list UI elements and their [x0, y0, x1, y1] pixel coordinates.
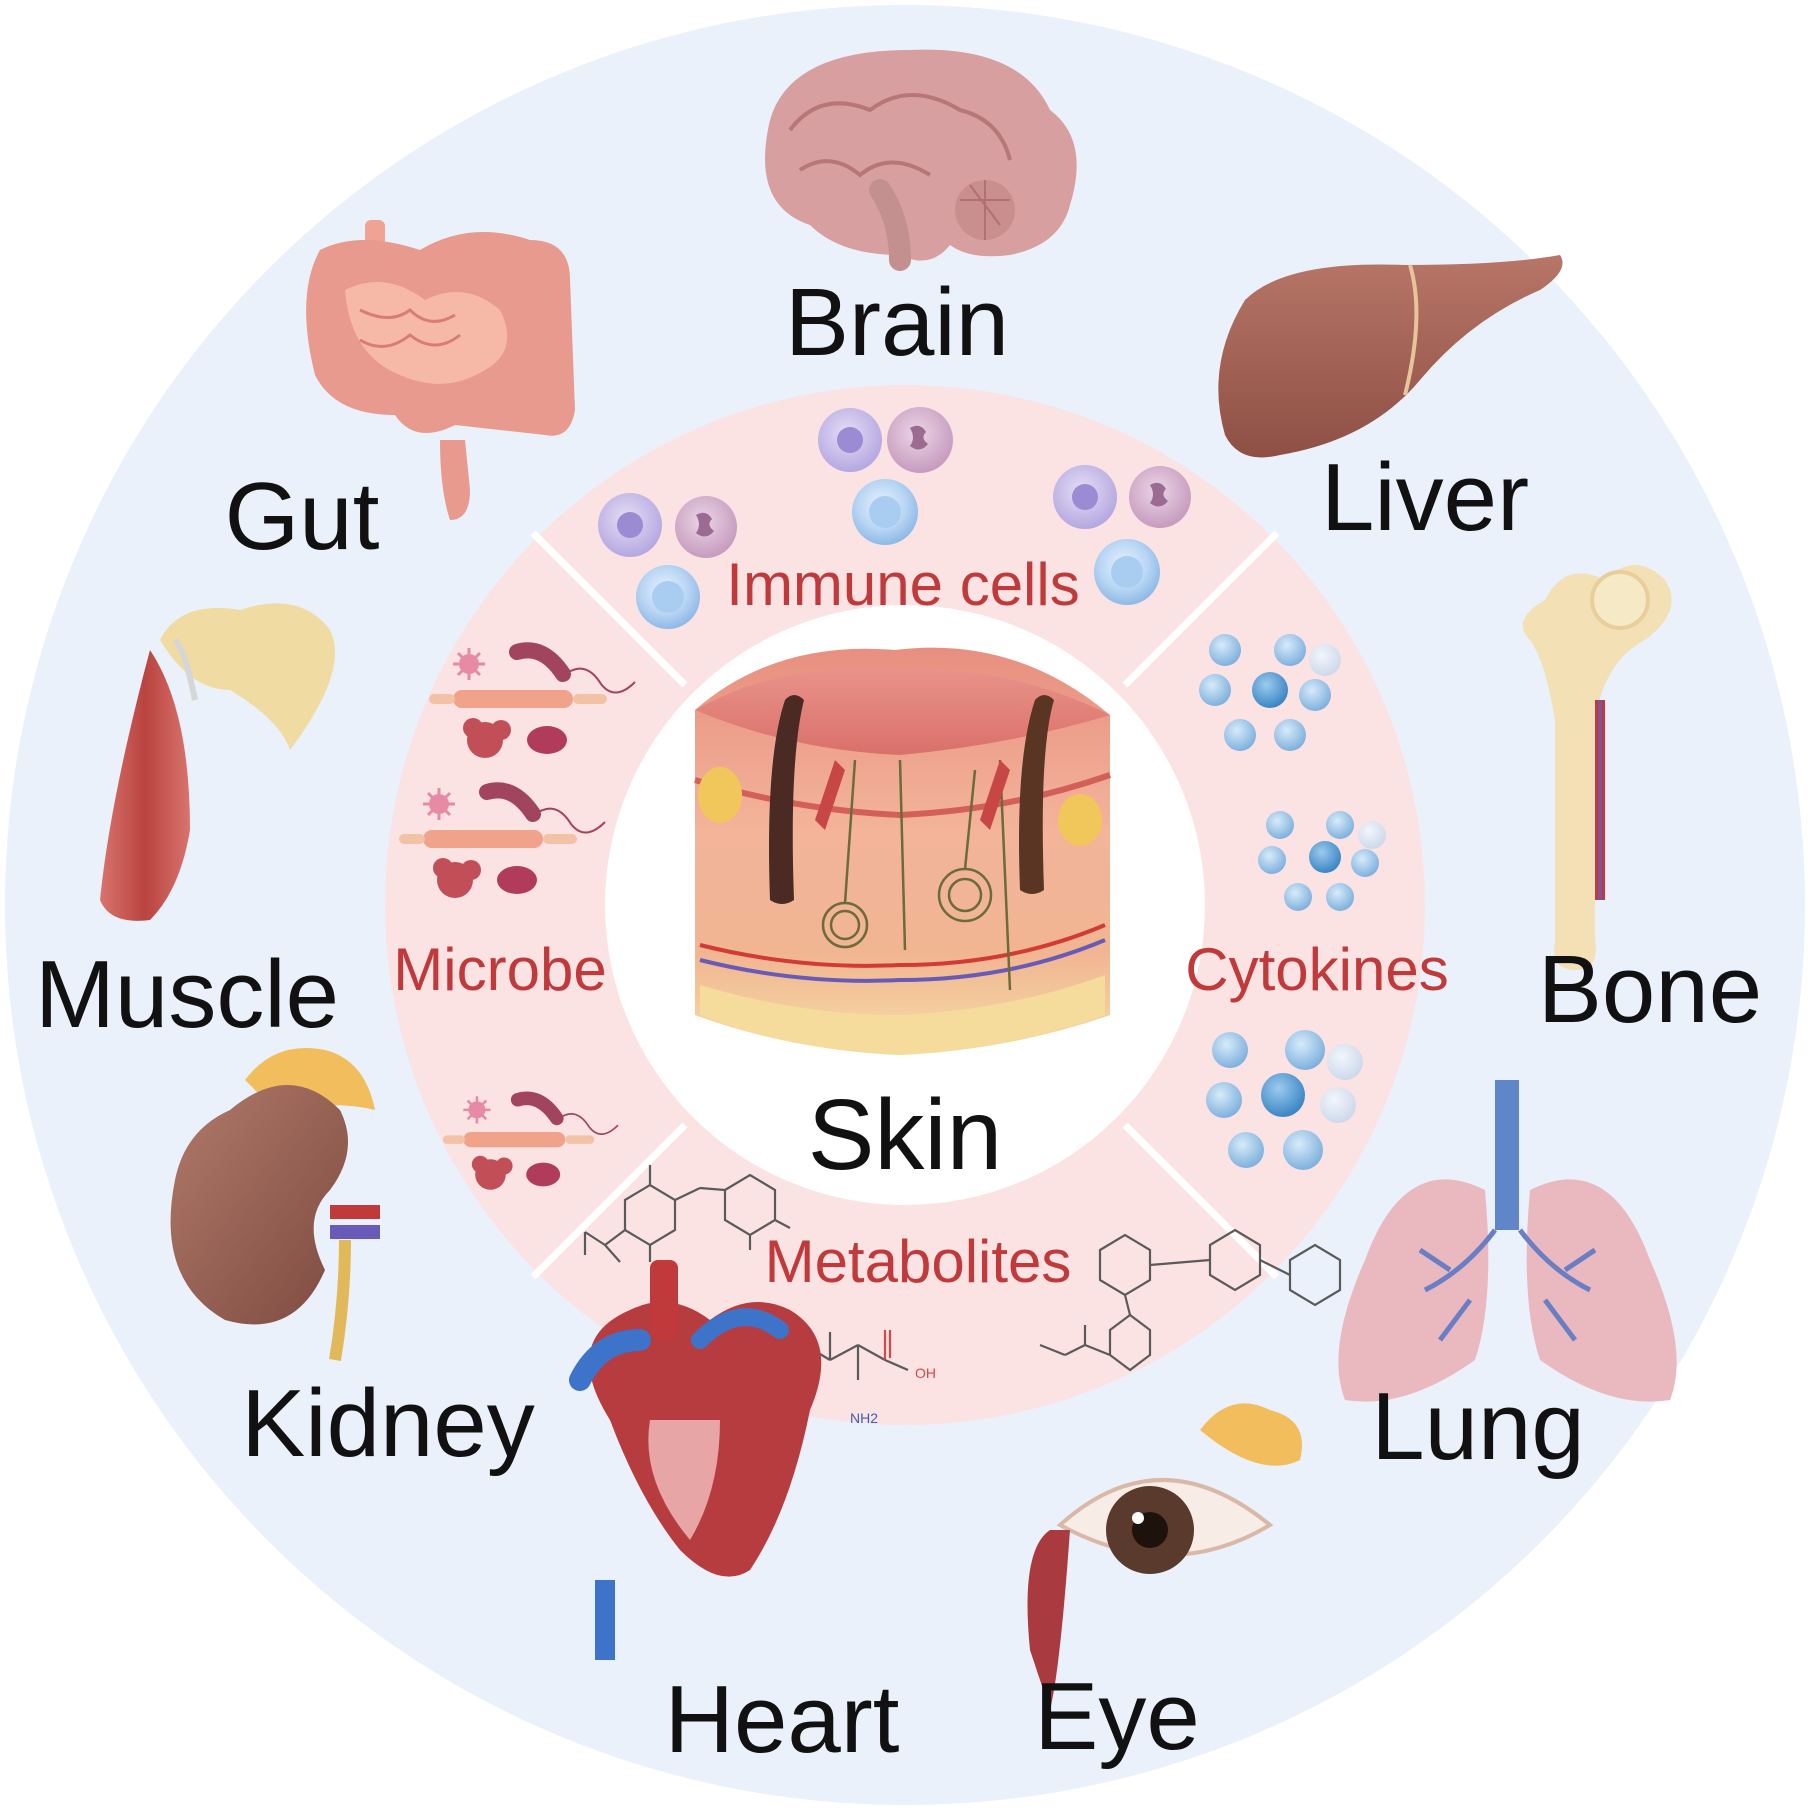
bone-icon: [1522, 565, 1672, 970]
metabolites-icon: [583, 1165, 1342, 1380]
liver-icon: [1218, 255, 1563, 458]
bone-label: Bone: [1537, 936, 1763, 1043]
sector-dividers: [530, 530, 1280, 1280]
skin-label: Skin: [807, 1079, 1003, 1191]
immune-cell: [598, 493, 662, 557]
molecule-thyroxine: [583, 1165, 791, 1263]
immune-cell: [636, 565, 700, 629]
muscle-icon: [100, 603, 335, 921]
microbe-cluster: [442, 1091, 619, 1190]
cytokine-cluster: [1258, 811, 1386, 911]
kidney-icon: [170, 1048, 380, 1361]
cytokines-label: Cytokines: [1185, 936, 1449, 1003]
chem-label-nh2: NH2: [850, 1410, 879, 1426]
metabolites-label: Metabolites: [764, 1228, 1072, 1295]
immune-cell: [1053, 465, 1117, 529]
heart-icon: [569, 1260, 822, 1660]
heart-label: Heart: [664, 1666, 900, 1773]
microbe-icon: [399, 642, 636, 1190]
immune-cell: [1129, 466, 1191, 528]
gut-label: Gut: [224, 463, 380, 570]
microbe-cluster: [429, 642, 636, 758]
kidney-label: Kidney: [241, 1370, 535, 1477]
gut-icon: [306, 220, 575, 520]
immune-cell: [675, 496, 737, 558]
cytokines-icon: [1199, 634, 1386, 1170]
eye-icon: [1027, 1403, 1302, 1710]
immune-cell: [1094, 539, 1160, 605]
immune-cells-label: Immune cells: [726, 551, 1080, 618]
molecule-heterocycle: [1039, 1228, 1342, 1372]
brain-icon: [765, 49, 1077, 271]
eye-label: Eye: [1034, 1663, 1200, 1770]
immune-cell: [818, 408, 882, 472]
microbe-cluster: [399, 782, 606, 898]
immune-cells-icon: [598, 407, 1191, 629]
chem-label-oh: OH: [915, 1365, 936, 1381]
immune-cell: [852, 479, 918, 545]
liver-label: Liver: [1320, 444, 1530, 551]
lung-label: Lung: [1371, 1373, 1585, 1480]
muscle-label: Muscle: [34, 941, 340, 1048]
microbe-label: Microbe: [393, 936, 607, 1003]
brain-label: Brain: [784, 269, 1010, 376]
cytokine-cluster: [1199, 634, 1341, 751]
cytokine-cluster: [1206, 1030, 1363, 1170]
immune-cell: [887, 407, 953, 473]
lung-icon: [1338, 1080, 1677, 1402]
skin-icon: [694, 647, 1111, 1055]
